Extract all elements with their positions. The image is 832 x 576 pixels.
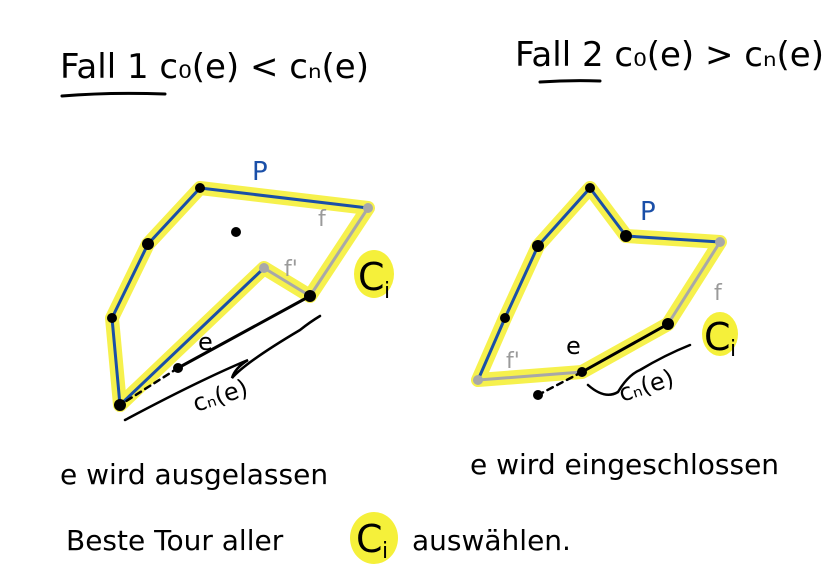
case2-node — [473, 375, 483, 385]
conclusion-text-before: Beste Tour aller — [66, 524, 284, 557]
heading-case1-text: Fall 1 c₀(e) < cₙ(e) — [60, 47, 369, 87]
case1-label-p: P — [252, 157, 268, 187]
case2-nodes — [473, 183, 725, 400]
case1-edge-e-dashed — [118, 366, 180, 407]
case1-node — [363, 203, 373, 213]
case2-node — [577, 367, 587, 377]
case2-node — [585, 183, 595, 193]
case1-node — [304, 290, 316, 302]
case1-label-e: e — [198, 328, 213, 356]
case2-edge-e-dashed — [536, 370, 584, 397]
diagram-case1: P f f' e cₙ(e) C i — [105, 157, 394, 422]
case1-node — [195, 183, 205, 193]
case2-label-ci-sub: i — [730, 337, 736, 362]
case1-label-f: f — [318, 207, 327, 232]
heading-case2-underline — [538, 79, 602, 84]
case2-node — [533, 390, 543, 400]
case1-node — [231, 227, 241, 237]
conclusion-text-after: auswählen. — [412, 524, 571, 557]
case2-node — [662, 318, 674, 330]
case1-label-ci-sub: i — [384, 279, 390, 304]
case1-label-ci: C i — [354, 250, 394, 304]
case1-label-f-prime: f' — [284, 257, 298, 282]
diagram-case2: P f f' e cₙ(e) C i — [471, 181, 738, 408]
case1-node — [259, 263, 269, 273]
heading-case1: Fall 1 c₀(e) < cₙ(e) — [60, 47, 369, 98]
case1-edge-f-prime — [262, 266, 312, 298]
case2-edge-e — [580, 322, 670, 374]
case2-brace — [586, 343, 692, 397]
case2-ci-highlight — [702, 312, 738, 356]
case1-node — [114, 399, 126, 411]
case1-tour-highlight — [105, 181, 375, 412]
case1-label-ce: cₙ(e) — [189, 374, 251, 418]
case1-label-c: C — [358, 255, 385, 299]
case2-label-e: e — [566, 332, 581, 360]
heading-case2: Fall 2 c₀(e) > cₙ(e) — [515, 35, 824, 84]
case2-edge-f-prime — [476, 370, 584, 382]
case1-node — [173, 363, 183, 373]
case2-node — [500, 313, 510, 323]
case1-ci-highlight — [354, 250, 394, 298]
case2-label-ce: cₙ(e) — [615, 364, 677, 408]
case2-caption: e wird eingeschlossen — [470, 448, 779, 481]
case2-label-p: P — [640, 197, 656, 227]
case2-label-ci: C i — [702, 312, 738, 362]
case2-label-f: f — [714, 281, 723, 306]
case2-node — [715, 237, 725, 247]
case1-edge-e — [176, 294, 312, 370]
case2-label-f-prime: f' — [506, 349, 520, 374]
case2-edge-f — [666, 240, 722, 326]
case1-node — [107, 313, 117, 323]
heading-case1-underline — [60, 91, 167, 98]
case2-path-p — [476, 186, 722, 382]
case1-brace — [123, 314, 322, 422]
case2-label-c: C — [704, 315, 731, 359]
case1-closing-edge — [118, 266, 266, 407]
heading-case2-text: Fall 2 c₀(e) > cₙ(e) — [515, 35, 824, 75]
conclusion-label-c: C — [356, 517, 383, 561]
case2-node — [532, 240, 544, 252]
case2-node — [620, 230, 632, 242]
case1-edge-f — [308, 206, 370, 298]
case1-node — [142, 238, 154, 250]
conclusion-line: Beste Tour aller C i auswählen. — [66, 512, 571, 564]
case1-caption: e wird ausgelassen — [60, 458, 328, 491]
conclusion-label-ci-sub: i — [382, 539, 388, 564]
conclusion-ci-highlight — [350, 512, 398, 564]
case1-nodes — [107, 183, 373, 411]
